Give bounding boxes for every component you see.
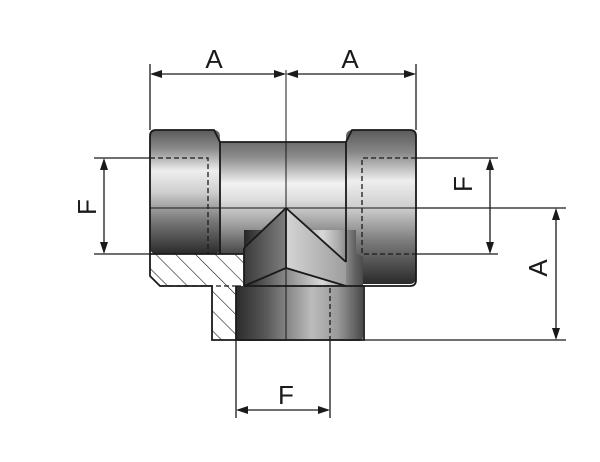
left-socket <box>150 130 220 254</box>
dimension-bottom: F <box>235 340 331 418</box>
left-thread-hidden <box>150 157 209 254</box>
dimension-top-right: A <box>286 44 417 130</box>
dimension-label-f-right: F <box>448 176 478 192</box>
body-outline <box>149 129 417 341</box>
dimension-label-f-bottom: F <box>278 380 294 410</box>
dimension-top-left: A <box>149 44 286 130</box>
intersection-right-face <box>286 208 346 286</box>
right-socket <box>346 130 416 284</box>
right-thread-hidden <box>361 157 416 255</box>
dimension-right-lower: A <box>364 207 566 341</box>
dimension-right-upper: F <box>416 157 498 255</box>
section-hatch-fill <box>150 254 244 340</box>
dimension-label-a-top-left: A <box>205 44 223 74</box>
dimension-left: F <box>72 157 150 255</box>
dimension-label-a-top-right: A <box>341 44 359 74</box>
branch-thread-hidden <box>236 285 331 340</box>
dimension-label-a-right: A <box>523 259 553 277</box>
fitting-body <box>149 70 417 341</box>
intersection-left-face <box>244 208 286 286</box>
dimension-label-f-left: F <box>72 199 102 215</box>
